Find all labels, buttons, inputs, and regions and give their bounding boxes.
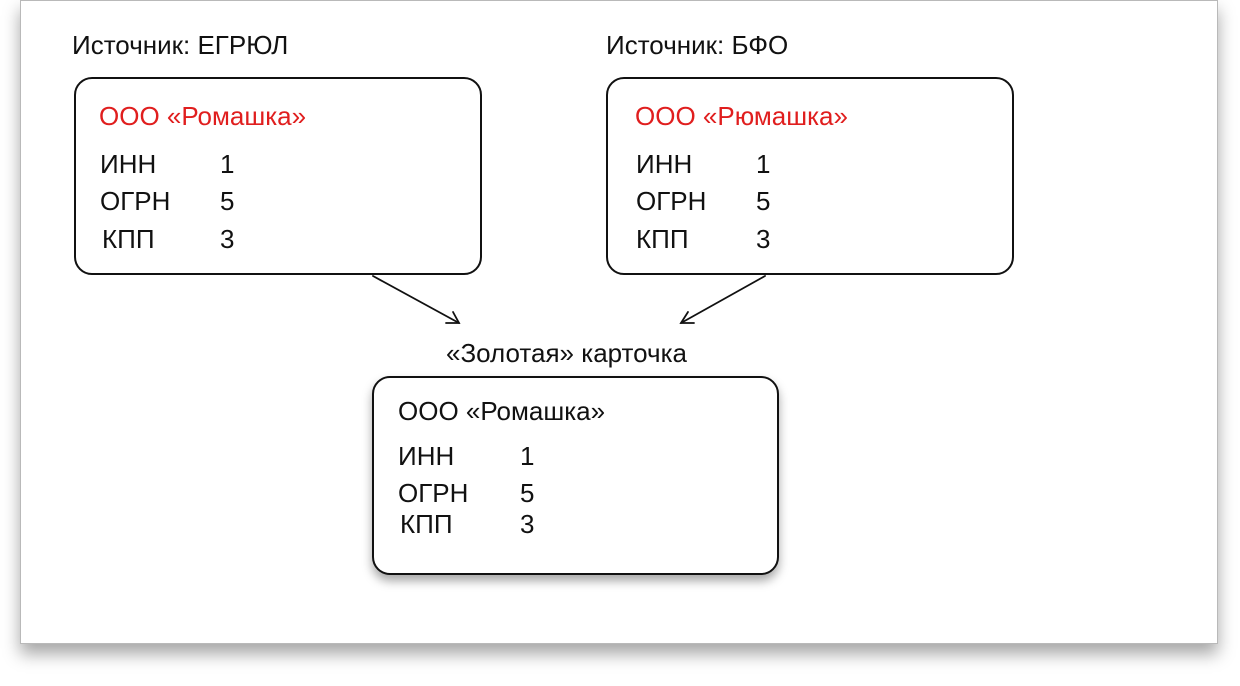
field-label-inn: ИНН [636, 149, 693, 179]
golden-card: ООО «Ромашка» ИНН 1 ОГРН 5 КПП 3 [372, 376, 779, 575]
field-label-kpp: КПП [102, 224, 155, 254]
field-value-ogrn: 5 [756, 186, 771, 216]
golden-caption: «Золотая» карточка [446, 338, 687, 368]
field-value-kpp: 3 [756, 224, 771, 254]
field-label-ogrn: ОГРН [398, 478, 469, 508]
field-value-inn: 1 [220, 149, 235, 179]
field-value-kpp: 3 [520, 509, 535, 539]
card-title: ООО «Рюмашка» [635, 101, 848, 131]
field-value-inn: 1 [520, 441, 535, 471]
field-label-ogrn: ОГРН [100, 186, 171, 216]
field-label-kpp: КПП [400, 509, 453, 539]
source-caption-bfo: Источник: БФО [606, 30, 789, 60]
field-value-kpp: 3 [220, 224, 235, 254]
field-value-inn: 1 [756, 149, 771, 179]
source-card-egrul: ООО «Ромашка» ИНН 1 ОГРН 5 КПП 3 [74, 77, 482, 275]
field-label-inn: ИНН [398, 441, 455, 471]
field-label-inn: ИНН [100, 149, 157, 179]
field-label-kpp: КПП [636, 224, 689, 254]
source-card-bfo: ООО «Рюмашка» ИНН 1 ОГРН 5 КПП 3 [606, 77, 1014, 275]
field-label-ogrn: ОГРН [636, 186, 707, 216]
field-value-ogrn: 5 [520, 478, 535, 508]
card-title: ООО «Ромашка» [398, 396, 606, 426]
source-caption-egrul: Источник: ЕГРЮЛ [72, 30, 289, 60]
card-title: ООО «Ромашка» [99, 101, 307, 131]
field-value-ogrn: 5 [220, 186, 235, 216]
